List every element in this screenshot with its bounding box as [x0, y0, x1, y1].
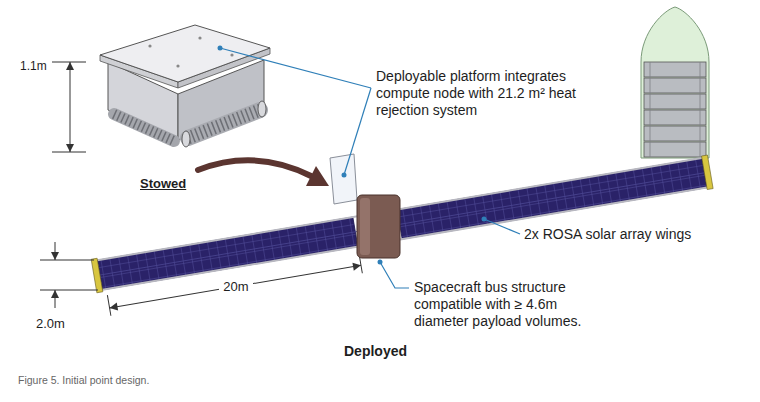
stacked-spacecraft	[644, 62, 706, 77]
launch-fairing	[641, 7, 709, 158]
stowed-platform	[100, 25, 270, 147]
arrowhead	[51, 252, 59, 260]
fastener	[198, 36, 201, 39]
radiator-plate	[100, 25, 270, 82]
end-cap	[702, 155, 714, 190]
extension-line	[107, 295, 111, 316]
deploy-arrow	[198, 160, 329, 186]
arrow-shaft	[198, 160, 311, 176]
fairing-shell	[641, 7, 709, 158]
stacked-spacecraft	[644, 110, 706, 125]
roller-end	[258, 101, 266, 117]
arrowhead	[66, 62, 74, 70]
arrowhead	[306, 166, 329, 186]
roller-coil	[114, 114, 174, 141]
stacked-spacecraft	[644, 78, 706, 93]
extension-line	[40, 260, 94, 261]
stacked-spacecraft	[644, 126, 706, 141]
arrowhead	[51, 290, 59, 298]
arrowhead	[352, 261, 361, 270]
callout-text: Deployable platform integrates compute n…	[376, 68, 621, 118]
leader-dot	[378, 260, 383, 265]
boom-tube	[97, 158, 701, 260]
bus-face	[360, 198, 370, 255]
leader-line	[344, 88, 371, 175]
roller-end	[182, 131, 190, 147]
fastener	[148, 44, 151, 47]
fastener	[176, 64, 179, 67]
dimension-line	[110, 265, 361, 308]
arrowhead	[109, 303, 118, 312]
arrowhead	[66, 144, 74, 152]
extension-line	[40, 290, 98, 291]
stacked-spacecraft	[644, 142, 706, 157]
figure-caption: Figure 5. Initial point design.	[18, 374, 149, 387]
width-dimension	[40, 242, 98, 308]
roller-coil	[188, 110, 260, 138]
leader-line	[380, 262, 409, 288]
stack-detail	[650, 62, 700, 157]
leader-dot	[218, 46, 223, 51]
spacecraft-bus	[357, 195, 400, 258]
deployed-radiator	[330, 154, 357, 204]
end-cap	[91, 258, 103, 293]
extension-line	[52, 152, 86, 153]
callout-text: Spacecraft bus structure compatible with…	[414, 279, 614, 329]
leader-line	[484, 219, 520, 234]
dimension-label: 20m	[219, 279, 252, 295]
stowed-roller	[114, 114, 174, 141]
bus-body	[357, 195, 400, 258]
dimension-line	[70, 62, 71, 152]
callout-text: 2x ROSA solar array wings	[524, 226, 724, 243]
view-label: Deployed	[344, 343, 407, 360]
leader-line	[220, 48, 371, 88]
leader-dot	[482, 217, 487, 222]
extension-line	[52, 62, 86, 63]
leader-dot	[342, 173, 347, 178]
dimension-label: 2.0m	[36, 316, 65, 332]
wing-midline	[100, 173, 704, 275]
stowed-roller	[188, 110, 260, 138]
height-dimension	[52, 62, 86, 152]
dimension-label: 1.1m	[20, 59, 47, 73]
fastener	[230, 53, 233, 56]
stacked-spacecraft	[644, 94, 706, 109]
view-label: Stowed	[140, 176, 186, 192]
